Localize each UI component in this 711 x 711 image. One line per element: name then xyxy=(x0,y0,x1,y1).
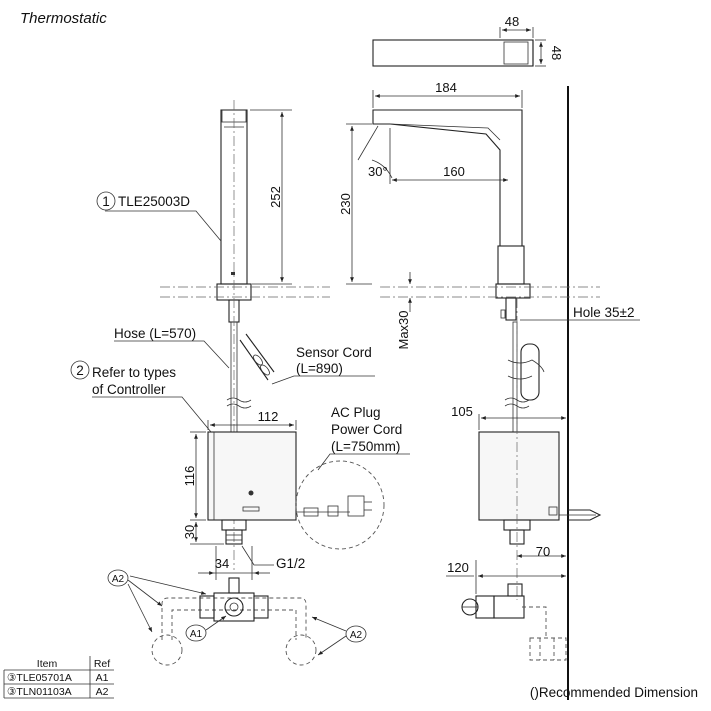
sensor-cord-label-1: Sensor Cord xyxy=(296,345,372,360)
spout-model-label: TLE25003D xyxy=(118,194,190,209)
table-cell-ref: A2 xyxy=(96,686,109,698)
table-cell-ref: A1 xyxy=(96,672,109,684)
dim-252: 252 xyxy=(268,186,283,208)
controller-note-1: Refer to types xyxy=(92,365,176,380)
svg-text:A1: A1 xyxy=(190,629,203,640)
thread-label: G1/2 xyxy=(276,556,305,571)
dim-70: 70 xyxy=(536,544,550,559)
svg-text:A2: A2 xyxy=(112,574,125,585)
dim-160: 160 xyxy=(443,164,465,179)
ac-plug-label-1: AC Plug xyxy=(331,405,381,420)
sensor-cord-label-2: (L=890) xyxy=(296,361,343,376)
front-view xyxy=(151,100,385,666)
parts-table: Item Ref ③TLE05701A A1 ③TLN01103A A2 xyxy=(3,656,114,699)
svg-text:1: 1 xyxy=(102,194,110,209)
hose-label: Hose (L=570) xyxy=(114,326,196,341)
dim-105: 105 xyxy=(451,404,473,419)
dim-34: 34 xyxy=(215,556,229,571)
svg-text:2: 2 xyxy=(76,363,84,378)
table-header-ref: Ref xyxy=(94,658,110,670)
controller-note-2: of Controller xyxy=(92,382,166,397)
dim-116: 116 xyxy=(182,466,197,487)
angle-label: 30° xyxy=(368,164,388,179)
dim-184: 184 xyxy=(435,80,457,95)
dim-112: 112 xyxy=(258,409,279,424)
dim-top-48-depth: 48 xyxy=(549,46,564,60)
table-cell-item: ③TLN01103A xyxy=(7,686,72,698)
ac-plug-label-3: (L=750mm) xyxy=(331,439,400,454)
ac-plug-label-2: Power Cord xyxy=(331,422,402,437)
angle-valve-assembly xyxy=(151,577,317,666)
side-view: 48 48 xyxy=(372,14,602,700)
table-header-item: Item xyxy=(37,658,58,670)
dim-230: 230 xyxy=(338,193,353,215)
hole-label: Hole 35±2 xyxy=(573,305,634,320)
svg-text:A2: A2 xyxy=(350,630,363,641)
recommended-note: ()Recommended Dimension xyxy=(530,685,698,700)
dim-30: 30 xyxy=(182,525,197,539)
table-cell-item: ③TLE05701A xyxy=(7,672,72,684)
dim-120: 120 xyxy=(447,560,469,575)
drawing-title: Thermostatic xyxy=(20,10,107,27)
dim-top-48-width: 48 xyxy=(505,14,519,29)
max-label: Max30 xyxy=(396,310,411,349)
